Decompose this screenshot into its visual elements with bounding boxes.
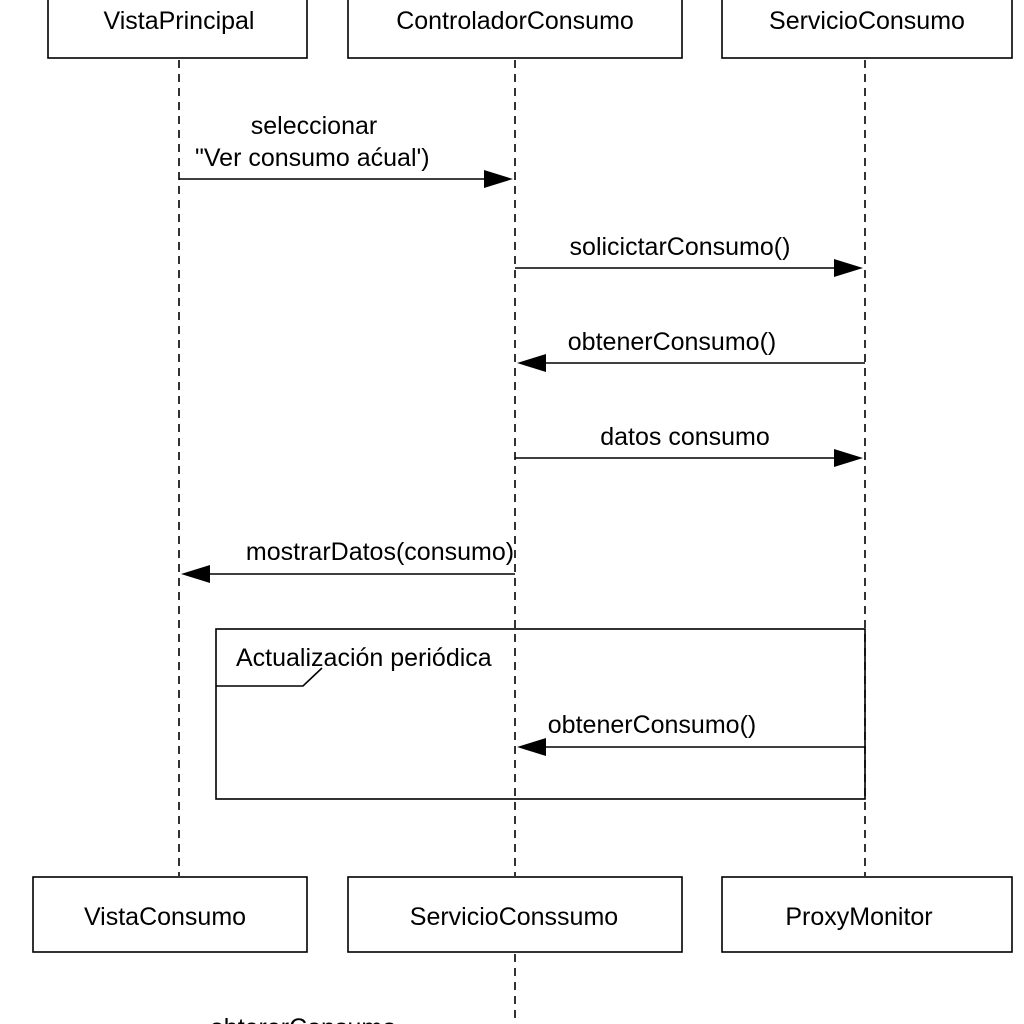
fragment-actualizacion-periodica: Actualización periódica [215,628,866,800]
message-label: mostrarDatos(consumo) [246,538,514,566]
participant-label: VistaPrincipal [103,7,254,35]
participant-label: ServicioConsumo [769,7,965,35]
arrowhead-icon [517,738,546,756]
message-solicitar-consumo: solicictarConsumo() [515,233,863,277]
fragment-label: Actualización periódica [236,644,492,672]
message-obtener-consumo: obtenerConsumo() [517,328,865,372]
participant-label: ProxyMonitor [785,903,932,931]
message-label: obtenerConsumo() [548,711,756,739]
arrowhead-icon [181,565,210,583]
message-mostrar-datos: mostrarDatos(consumo) [181,538,515,583]
participant-vista-principal: VistaPrincipal [47,0,308,59]
participant-controlador-consumo: ControladorConsumo [347,0,683,59]
arrowhead-icon [834,259,863,277]
participant-label: ControladorConsumo [396,7,634,35]
participant-proxy-monitor: ProxyMonitor [721,876,1013,953]
participant-label: ServicioConssumo [410,903,618,931]
arrowhead-icon [517,354,546,372]
message-label: obtenerConsumo() [568,328,776,356]
message-label: solicictarConsumo() [570,233,791,261]
arrowhead-icon [834,449,863,467]
message-label: "Ver consumo aćual') [195,144,430,172]
participant-servicio-conssumo: ServicioConssumo [347,876,683,953]
participant-vista-consumo: VistaConsumo [32,876,308,953]
message-seleccionar: seleccionar "Ver consumo aćual') [179,112,513,188]
participant-servicio-consumo: ServicioConsumo [721,0,1013,59]
participant-label: VistaConsumo [84,903,246,931]
message-label: seleccionar [251,112,377,140]
message-obtener-consumo-loop: obtenerConsumo() [517,711,865,756]
arrowhead-icon [484,170,513,188]
message-label: datos consumo [600,423,770,451]
message-label-partial: obtererConsumo [210,1014,396,1024]
message-datos-consumo: datos consumo [515,423,863,467]
fragment-label-tab [216,667,323,687]
